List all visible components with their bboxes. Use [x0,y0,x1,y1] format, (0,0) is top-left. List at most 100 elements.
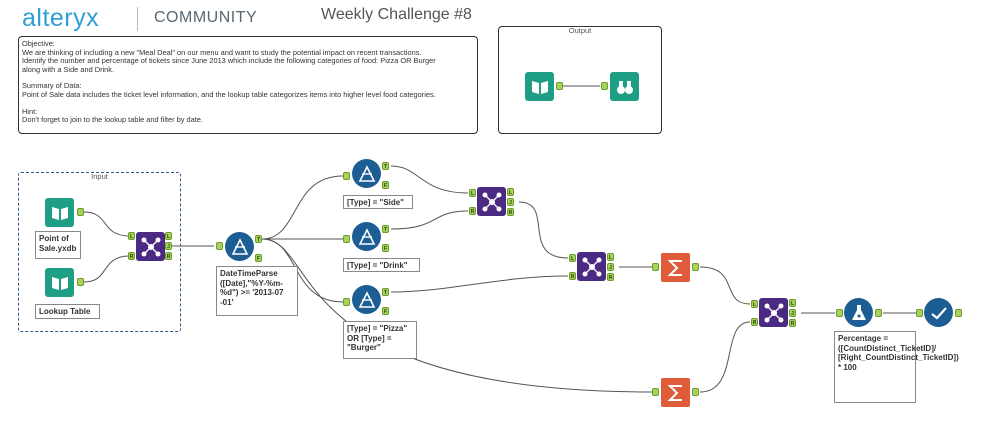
objective-comment-box[interactable]: Objective: We are thinking of including … [18,36,478,134]
wire [83,211,131,237]
input-anchor[interactable] [916,309,923,317]
join-r-output-anchor[interactable]: R [507,208,514,216]
input-anchor[interactable] [836,309,843,317]
input-anchor[interactable] [601,82,608,90]
join-r-output-anchor[interactable]: R [165,252,172,260]
summarize-tool-total[interactable] [661,378,690,407]
side-filter-tool[interactable] [352,159,381,188]
join-r-output-anchor[interactable]: R [789,319,796,327]
pos-input-label: Point of Sale.yxdb [35,231,81,259]
join-right-anchor[interactable]: R [128,252,135,260]
input-anchor[interactable] [216,242,223,250]
wire [699,321,751,393]
filter-true-anchor[interactable]: T [382,225,389,233]
summarize-tool-meal-deal[interactable] [661,253,690,282]
book-icon [531,80,548,94]
input-anchor[interactable] [343,235,350,243]
output-container[interactable]: Output [498,26,662,134]
join-left-anchor[interactable]: L [469,189,476,197]
wire [699,266,751,305]
formula-label: Percentage = ([CountDistinct_TicketID]/ … [834,331,959,403]
side-filter-label: [Type] = "Side" [343,195,413,209]
drink-filter-label: [Type] = "Drink" [343,258,420,272]
input-anchor[interactable] [343,298,350,306]
join-left-anchor[interactable]: L [569,254,576,262]
join-icon [764,303,783,322]
wire [261,238,653,393]
wire [83,255,131,283]
output-anchor[interactable] [77,278,84,286]
browse-tool[interactable] [610,72,639,101]
select-tool[interactable] [924,298,953,327]
join-j-output-anchor[interactable]: J [165,242,172,250]
wire [390,210,469,230]
sigma-icon [667,259,682,276]
join-tool-food[interactable] [577,252,606,281]
checkmark-icon [930,306,947,320]
food-filter-label: [Type] = "Pizza" OR [Type] = "Burger" [343,321,417,359]
formula-tool[interactable] [844,298,873,327]
join-right-anchor[interactable]: R [469,207,476,215]
wire [390,165,469,194]
output-anchor[interactable] [556,82,563,90]
input-container[interactable]: Input [18,172,181,332]
community-label: COMMUNITY [154,9,258,26]
join-l-output-anchor[interactable]: L [607,253,614,261]
join-tool-final[interactable] [759,298,788,327]
sigma-icon [667,384,682,401]
alteryx-logo: alteryx [22,4,100,32]
input-anchor[interactable] [343,172,350,180]
output-anchor[interactable] [692,388,699,396]
output-container-title: Output [568,26,592,35]
join-j-output-anchor[interactable]: J [607,263,614,271]
join-right-anchor[interactable]: R [751,318,758,326]
filter-false-anchor[interactable]: F [382,181,389,189]
filter-true-anchor[interactable]: T [255,235,262,243]
join-r-output-anchor[interactable]: R [607,273,614,281]
join-j-output-anchor[interactable]: J [789,309,796,317]
join-left-anchor[interactable]: L [128,232,135,240]
wire [518,201,569,259]
output-input-tool[interactable] [525,72,554,101]
filter-true-anchor[interactable]: T [382,288,389,296]
filter-false-anchor[interactable]: F [382,244,389,252]
drink-filter-tool[interactable] [352,222,381,251]
input-anchor[interactable] [652,263,659,271]
objective-heading: Objective: [22,39,55,48]
input-anchor[interactable] [652,388,659,396]
filter-icon [358,164,375,182]
filter-icon [358,227,375,245]
output-anchor[interactable] [875,309,882,317]
join-tool-side-drink[interactable] [477,187,506,216]
join-icon [582,257,601,276]
book-icon [51,276,68,290]
book-icon [51,206,68,220]
header-divider [137,7,138,31]
filter-icon [358,290,375,308]
filter-false-anchor[interactable]: F [255,254,262,262]
hint-line: Don't forget to join to the lookup table… [22,115,203,125]
binoculars-icon [616,80,633,94]
join-l-output-anchor[interactable]: L [165,232,172,240]
join-j-output-anchor[interactable]: J [507,198,514,206]
filter-true-anchor[interactable]: T [382,162,389,170]
wire [261,175,344,240]
join-l-output-anchor[interactable]: L [507,188,514,196]
date-filter-tool[interactable] [225,232,254,261]
join-l-output-anchor[interactable]: L [789,299,796,307]
output-anchor[interactable] [955,309,962,317]
lookup-input-label: Lookup Table [35,304,100,319]
output-anchor[interactable] [77,208,84,216]
join-icon [482,192,501,211]
lookup-input-tool[interactable] [45,268,74,297]
food-filter-tool[interactable] [352,285,381,314]
join-tool-lookup[interactable] [136,232,165,261]
join-right-anchor[interactable]: R [569,272,576,280]
objective-line: Identify the number and percentage of ti… [22,56,436,66]
hint-heading: Hint: [22,106,38,116]
filter-false-anchor[interactable]: F [382,307,389,315]
pos-input-tool[interactable] [45,198,74,227]
output-anchor[interactable] [692,263,699,271]
join-left-anchor[interactable]: L [751,300,758,308]
